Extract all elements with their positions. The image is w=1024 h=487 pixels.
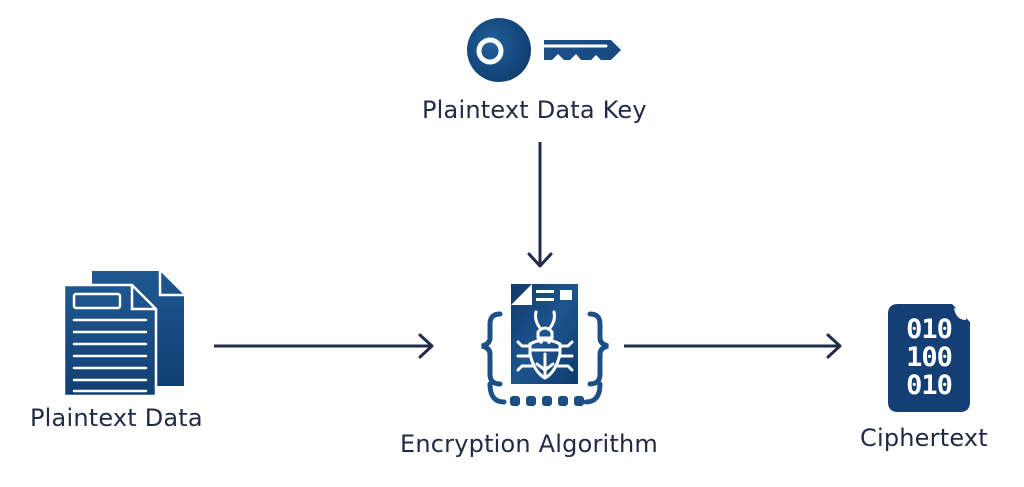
plaintext-label: Plaintext Data [30,404,203,432]
bug-document-code-icon [476,280,616,412]
binary-file-icon: 010 100 010 [886,302,972,414]
arrow-plaintext-to-algorithm [212,332,437,360]
ciphertext-label: Ciphertext [860,424,988,452]
binary-line-3: 010 [906,370,953,401]
documents-icon [62,268,187,398]
arrow-key-to-algorithm [525,140,555,270]
algorithm-label: Encryption Algorithm [400,430,659,458]
binary-line-1: 010 [906,314,953,345]
binary-line-2: 100 [906,342,953,373]
key-icon [466,16,626,84]
arrow-algorithm-to-ciphertext [622,332,847,360]
key-label: Plaintext Data Key [422,96,647,124]
